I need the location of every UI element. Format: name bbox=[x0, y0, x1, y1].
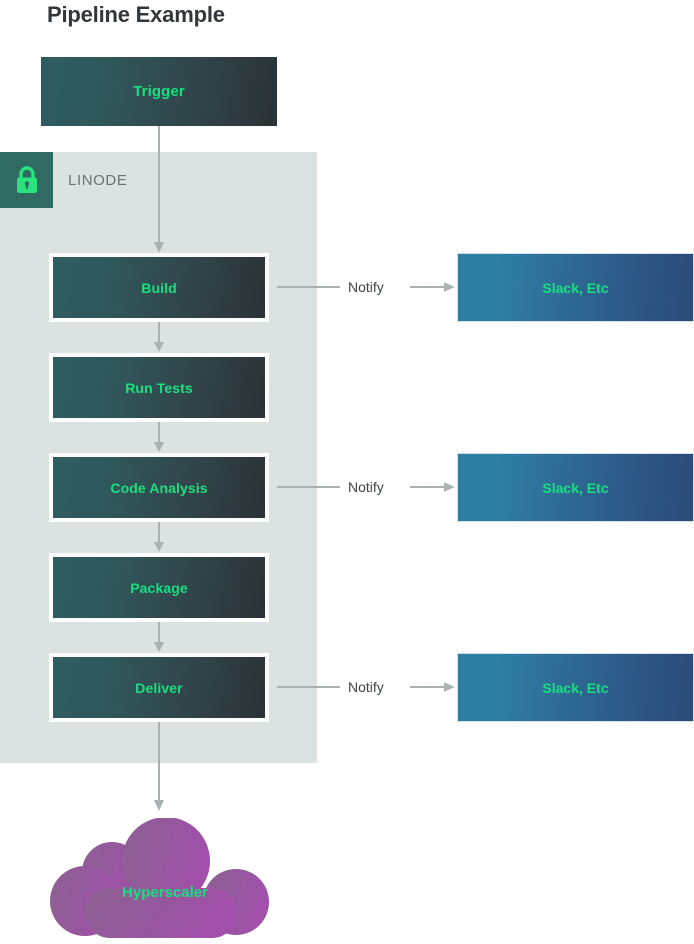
notify-line-build bbox=[277, 286, 340, 288]
lock-icon bbox=[16, 166, 37, 193]
notify-line-deliver bbox=[277, 686, 340, 688]
trigger-box[interactable]: Trigger bbox=[41, 57, 277, 126]
arrow-build-to-run-tests bbox=[154, 322, 164, 352]
notify-label: Notify bbox=[348, 279, 384, 295]
arrow-code-analysis-to-package bbox=[154, 522, 164, 552]
notify-target-box-build[interactable]: Slack, Etc bbox=[457, 253, 694, 322]
notify-target-label: Slack, Etc bbox=[542, 479, 609, 496]
notify-arrow-deliver bbox=[410, 682, 455, 692]
hyperscaler-label: Hyperscaler bbox=[122, 884, 208, 901]
arrow-run-tests-to-code-analysis bbox=[154, 422, 164, 452]
stage-box-run-tests[interactable]: Run Tests bbox=[49, 353, 269, 422]
stage-label: Package bbox=[130, 579, 188, 596]
notify-target-box-deliver[interactable]: Slack, Etc bbox=[457, 653, 694, 722]
stage-box-deliver[interactable]: Deliver bbox=[49, 653, 269, 722]
arrow-package-to-deliver bbox=[154, 622, 164, 652]
notify-arrow-code-analysis bbox=[410, 482, 455, 492]
linode-zone-label: LINODE bbox=[68, 172, 128, 189]
arrow-trigger-to-build bbox=[154, 126, 164, 253]
notify-target-box-code-analysis[interactable]: Slack, Etc bbox=[457, 453, 694, 522]
stage-box-package[interactable]: Package bbox=[49, 553, 269, 622]
page-title: Pipeline Example bbox=[47, 2, 225, 27]
notify-target-label: Slack, Etc bbox=[542, 679, 609, 696]
hyperscaler-cloud[interactable] bbox=[40, 818, 290, 944]
trigger-label: Trigger bbox=[133, 83, 185, 100]
stage-box-build[interactable]: Build bbox=[49, 253, 269, 322]
notify-label: Notify bbox=[348, 679, 384, 695]
stage-box-code-analysis[interactable]: Code Analysis bbox=[49, 453, 269, 522]
linode-badge bbox=[0, 152, 53, 208]
stage-label: Deliver bbox=[135, 679, 183, 696]
notify-arrow-build bbox=[410, 282, 455, 292]
notify-target-label: Slack, Etc bbox=[542, 279, 609, 296]
stage-label: Run Tests bbox=[125, 379, 193, 396]
notify-line-code-analysis bbox=[277, 486, 340, 488]
notify-label: Notify bbox=[348, 479, 384, 495]
arrow-deliver-to-hyperscaler bbox=[154, 722, 164, 811]
stage-label: Code Analysis bbox=[110, 479, 208, 496]
stage-label: Build bbox=[141, 279, 177, 296]
